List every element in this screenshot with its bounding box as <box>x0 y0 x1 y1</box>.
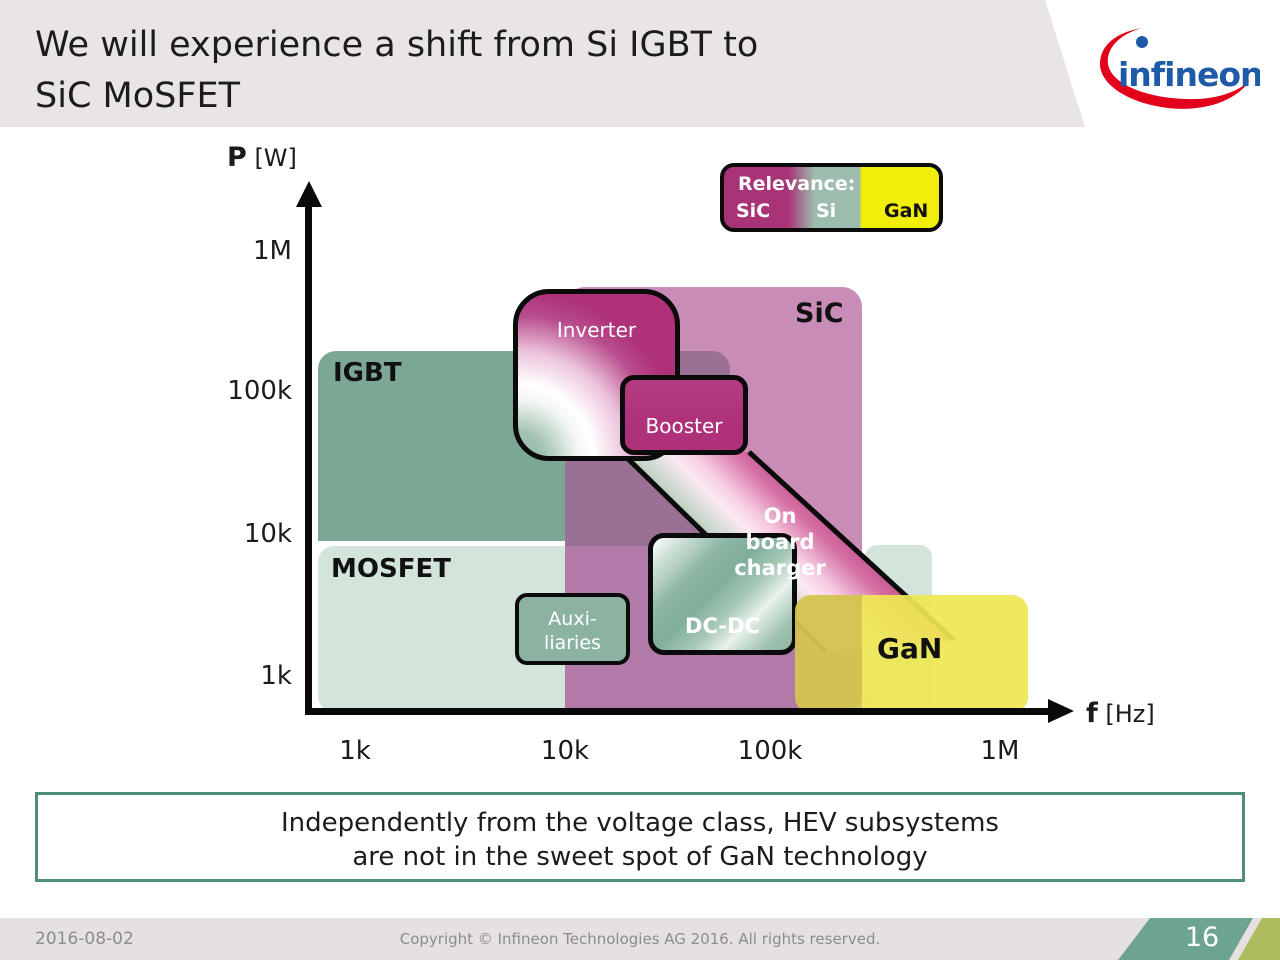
relevance-legend: Relevance: SiC Si GaN <box>720 163 943 232</box>
region-gan <box>795 595 1028 713</box>
box-aux-label-line2: liaries <box>544 632 601 654</box>
region-label-igbt: IGBT <box>333 358 402 388</box>
footer: 2016-08-02 Copyright © Infineon Technolo… <box>0 918 1280 960</box>
onboard-label-line1: On <box>763 504 797 528</box>
logo-i-dot <box>1136 36 1148 48</box>
box-dcdc: DC-DC <box>648 533 797 655</box>
key-statement-box: Independently from the voltage class, HE… <box>35 792 1245 882</box>
region-label-sic: SiC <box>795 298 844 329</box>
y-axis-label: P [W] <box>227 142 297 173</box>
page-title-line2: SiC MoSFET <box>35 76 240 116</box>
y-axis-unit: [W] <box>254 144 297 172</box>
box-auxiliaries: Auxi- liaries <box>515 593 630 665</box>
page-number-block: 16 <box>1110 918 1280 960</box>
x-axis-arrow-icon <box>1048 699 1074 723</box>
infineon-logo: infineon <box>1100 28 1260 109</box>
box-booster: Booster <box>620 375 748 455</box>
key-statement-line1: Independently from the voltage class, HE… <box>281 808 999 838</box>
page-title: We will experience a shift from Si IGBT … <box>35 20 758 122</box>
onboard-label-line2: board <box>745 530 815 554</box>
x-tick-1k: 1k <box>339 736 371 766</box>
region-label-gan: GaN <box>877 632 943 665</box>
y-tick-10k: 10k <box>243 519 292 549</box>
box-booster-label: Booster <box>645 414 723 438</box>
x-tick-1M: 1M <box>980 736 1020 766</box>
y-tick-100k: 100k <box>227 376 292 406</box>
footer-copyright: Copyright © Infineon Technologies AG 201… <box>399 930 881 948</box>
gan-sic-overlap-tint <box>795 595 862 713</box>
box-dcdc-label: DC-DC <box>685 614 760 638</box>
footer-date: 2016-08-02 <box>35 929 134 949</box>
logo-text: infineon <box>1118 55 1260 94</box>
region-label-mosfet: MOSFET <box>331 554 451 584</box>
x-tick-100k: 100k <box>737 736 803 766</box>
y-axis-symbol: P <box>227 142 247 173</box>
x-axis-unit: [Hz] <box>1105 700 1155 728</box>
legend-item-gan: GaN <box>884 200 929 222</box>
page-number: 16 <box>1184 922 1220 953</box>
box-inverter-label: Inverter <box>556 318 637 342</box>
y-tick-1k: 1k <box>260 661 292 691</box>
x-axis-symbol: f <box>1086 698 1098 729</box>
legend-heading: Relevance: <box>738 173 856 195</box>
onboard-label-line3: charger <box>734 556 826 580</box>
page-title-line1: We will experience a shift from Si IGBT … <box>35 25 759 65</box>
x-tick-10k: 10k <box>540 736 590 766</box>
x-axis-line <box>305 708 1050 715</box>
y-tick-1M: 1M <box>253 236 292 266</box>
x-axis-label: f [Hz] <box>1086 698 1155 729</box>
header: We will experience a shift from Si IGBT … <box>0 0 1085 127</box>
box-aux-label-line1: Auxi- <box>548 608 597 630</box>
key-statement-line2: are not in the sweet spot of GaN technol… <box>352 842 928 872</box>
y-axis-arrow-icon <box>296 181 322 207</box>
onboard-charger-label: On board charger <box>727 503 833 581</box>
y-axis-line <box>305 200 312 714</box>
legend-item-sic: SiC <box>736 200 771 222</box>
legend-item-si: Si <box>816 200 837 222</box>
